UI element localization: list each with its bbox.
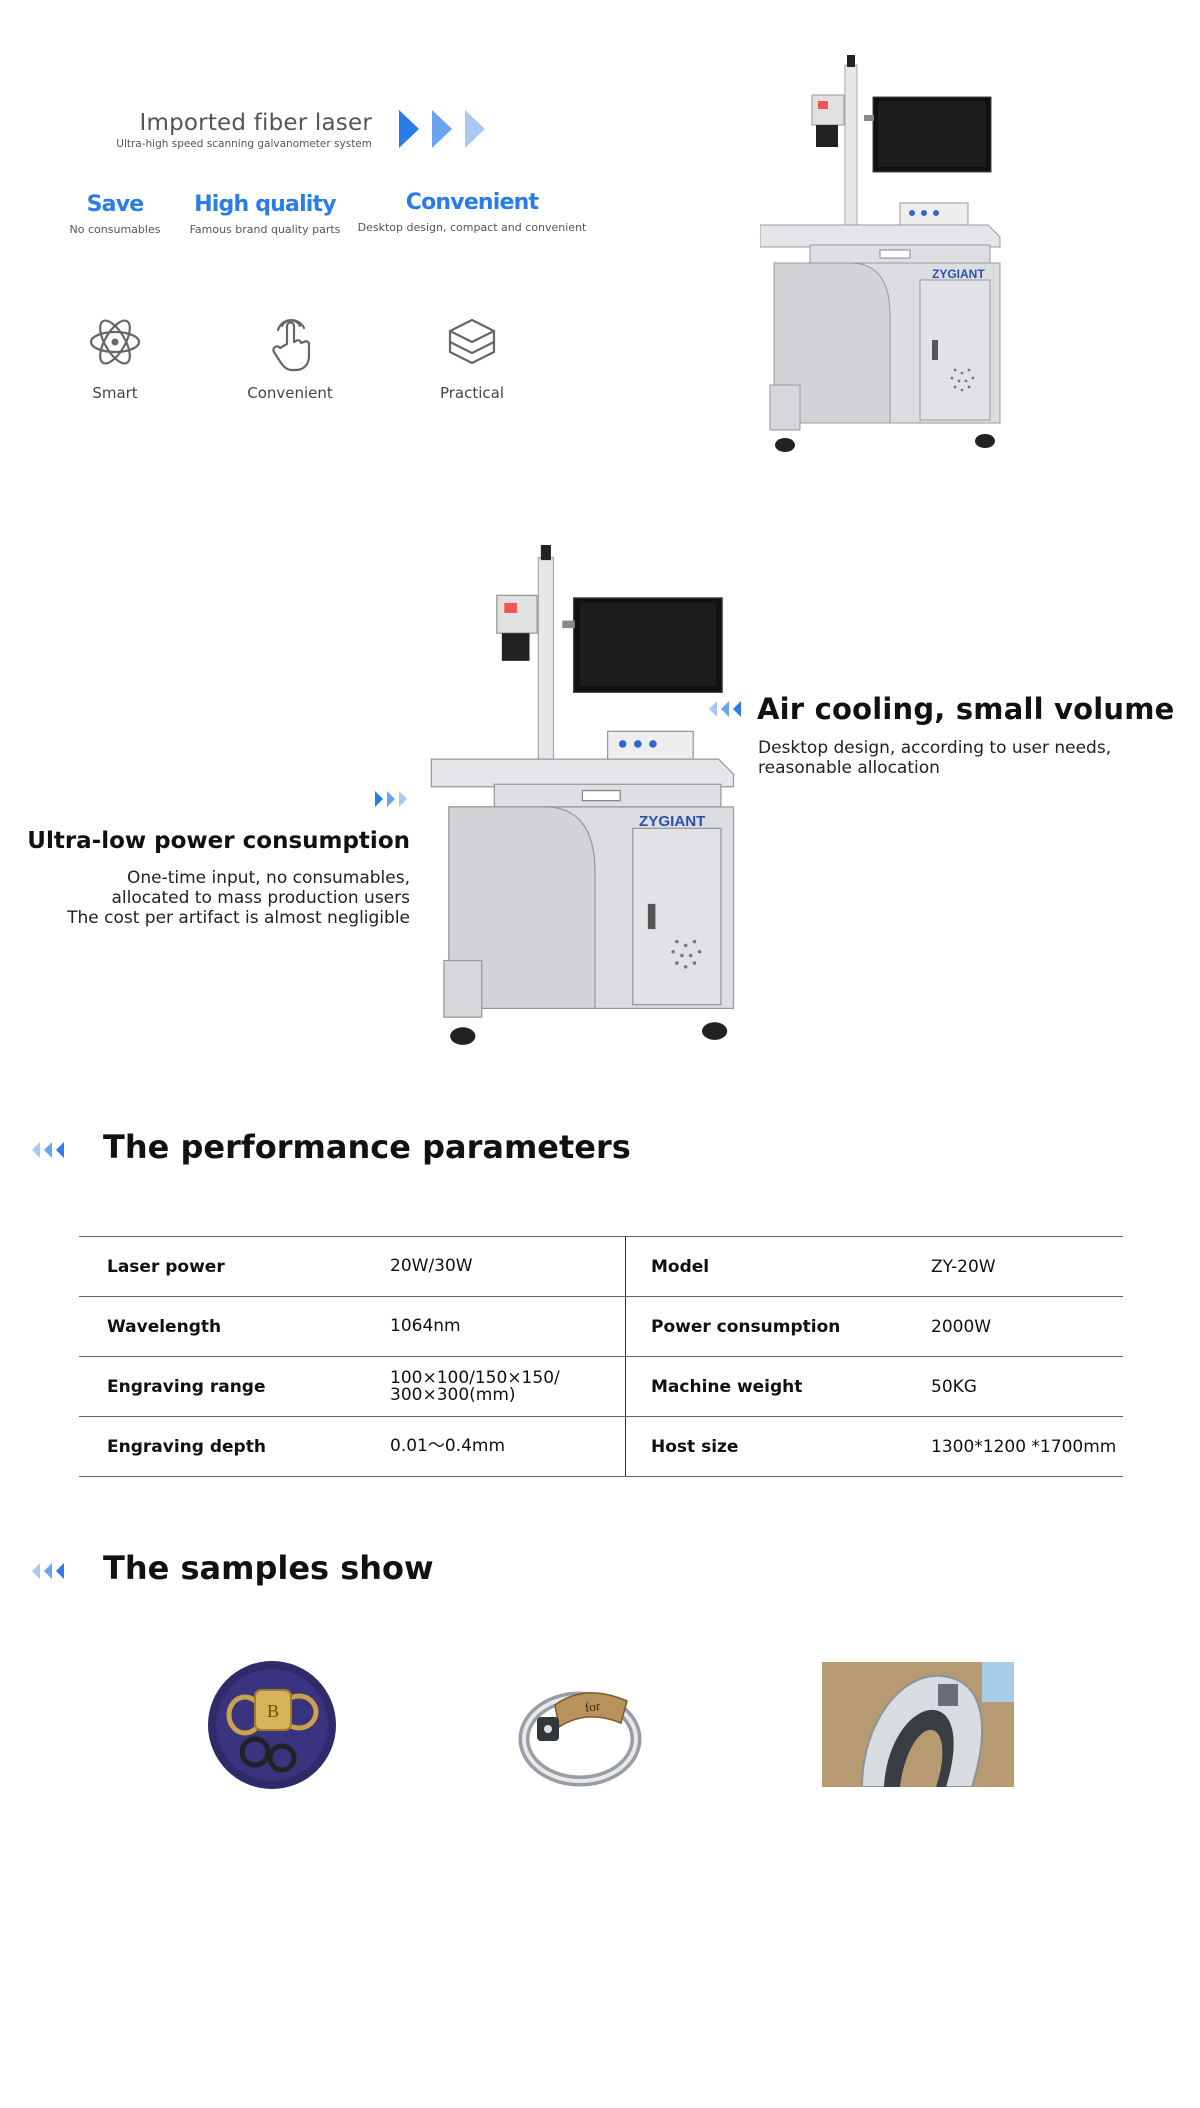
feature-save: Save No consumables — [50, 192, 180, 236]
param-label: Host size — [625, 1416, 906, 1477]
keychain-sample-image: B — [207, 1660, 337, 1790]
ring-sample-image: for — [515, 1665, 645, 1795]
feature-title: Save — [86, 192, 145, 217]
feature-subtitle: No consumables — [69, 223, 161, 236]
param-label: Power consumption — [625, 1296, 906, 1357]
arrow-left-icon — [32, 1563, 40, 1579]
table-row: Engraving range 100×100/150×150/ 300×300… — [79, 1356, 1123, 1417]
touch-hand-icon — [272, 318, 311, 372]
description-line: The cost per artifact is almost negligib… — [67, 908, 410, 928]
hero-title: Imported fiber laser — [139, 110, 372, 136]
machine-brand-label: ZYGIANT — [932, 267, 985, 281]
arrow-left-icon — [56, 1142, 64, 1158]
arrow-icon — [399, 110, 419, 148]
arrow-right-icon — [399, 791, 407, 807]
description-line: reasonable allocation — [758, 758, 940, 778]
table-row: Wavelength 1064nm Power consumption 2000… — [79, 1296, 1123, 1357]
description-line: Desktop design, according to user needs, — [758, 738, 1112, 758]
icon-feature-label: Convenient — [247, 384, 333, 402]
arrow-left-icon — [44, 1142, 52, 1158]
param-value: 50KG — [906, 1356, 1123, 1417]
icon-feature-label: Practical — [439, 384, 505, 402]
metal-clip-sample-image — [822, 1662, 1014, 1787]
param-value: 1300*1200 *1700mm — [906, 1416, 1123, 1477]
param-label: Machine weight — [625, 1356, 906, 1417]
param-label: Wavelength — [79, 1296, 363, 1357]
laser-machine-image: ZYGIANT — [760, 55, 1020, 460]
feature-convenient: Convenient Desktop design, compact and c… — [352, 190, 592, 234]
arrow-left-icon — [32, 1142, 40, 1158]
arrow-right-icon — [375, 791, 383, 807]
performance-heading: The performance parameters — [103, 1128, 631, 1166]
arrow-left-icon — [733, 701, 741, 717]
arrow-left-icon — [56, 1563, 64, 1579]
param-label: Engraving range — [79, 1356, 363, 1417]
feature-high-quality: High quality Famous brand quality parts — [175, 192, 355, 236]
svg-text:for: for — [584, 1698, 602, 1715]
box-icon — [448, 318, 496, 365]
arrow-right-icon — [387, 791, 395, 807]
machine-brand-label: ZYGIANT — [639, 813, 706, 830]
param-label: Laser power — [79, 1236, 363, 1297]
performance-table: Laser power 20W/30W Model ZY-20W Wavelen… — [79, 1236, 1123, 1477]
highlight-air-cooling-title: Air cooling, small volume — [757, 692, 1175, 726]
description-line: allocated to mass production users — [111, 888, 410, 908]
icon-feature-smart: Smart — [65, 312, 165, 402]
arrow-icon — [432, 110, 452, 148]
svg-text:B: B — [267, 1701, 279, 1721]
param-value: 100×100/150×150/ 300×300(mm) — [363, 1356, 626, 1417]
feature-title: Convenient — [405, 190, 539, 215]
param-value: 0.01～0.4mm — [363, 1416, 626, 1477]
highlight-power-description: One-time input, no consumables, allocate… — [20, 868, 410, 928]
feature-subtitle: Famous brand quality parts — [189, 223, 341, 236]
table-row: Laser power 20W/30W Model ZY-20W — [79, 1236, 1123, 1297]
arrow-left-icon — [721, 701, 729, 717]
description-line: One-time input, no consumables, — [126, 868, 410, 888]
arrow-icon — [465, 110, 485, 148]
highlight-air-cooling-description: Desktop design, according to user needs,… — [758, 738, 1158, 778]
atom-icon — [89, 319, 141, 365]
icon-feature-label: Smart — [92, 384, 138, 402]
table-row: Engraving depth 0.01～0.4mm Host size 130… — [79, 1416, 1123, 1477]
highlight-power-title: Ultra-low power consumption — [27, 828, 410, 854]
hero-subtitle: Ultra-high speed scanning galvanometer s… — [116, 138, 372, 150]
feature-title: High quality — [194, 192, 336, 217]
icon-feature-convenient: Convenient — [240, 312, 340, 402]
arrow-left-icon — [44, 1563, 52, 1579]
param-value: ZY-20W — [906, 1236, 1123, 1297]
param-value: 1064nm — [363, 1296, 626, 1357]
param-value: 2000W — [906, 1296, 1123, 1357]
param-label: Model — [625, 1236, 906, 1297]
feature-subtitle: Desktop design, compact and convenient — [357, 221, 587, 234]
laser-machine-image-large: ZYGIANT — [430, 545, 760, 1055]
param-label: Engraving depth — [79, 1416, 363, 1477]
icon-feature-practical: Practical — [422, 312, 522, 402]
param-value: 20W/30W — [363, 1236, 626, 1297]
samples-heading: The samples show — [103, 1549, 434, 1587]
arrow-left-icon — [709, 701, 717, 717]
